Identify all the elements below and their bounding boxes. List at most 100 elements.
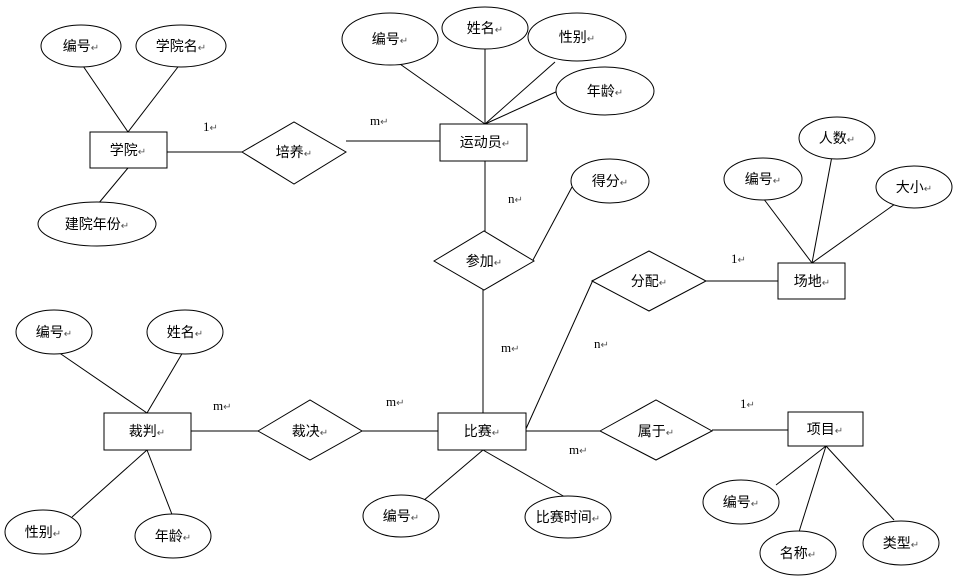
attribute-referee-gender: 性别↵: [4, 509, 82, 555]
relationship-participate: 参加↵: [433, 230, 535, 291]
relationship-assign-label: 分配: [631, 274, 659, 290]
paragraph-mark: ↵: [808, 550, 816, 561]
svg-text:运动员↵: 运动员↵: [460, 135, 510, 151]
attribute-athlete-name: 姓名↵: [441, 6, 529, 50]
relationship-judge: 裁决↵: [256, 399, 364, 461]
attribute-athlete-id: 编号↵: [341, 12, 439, 66]
entity-referee-label: 裁判: [129, 424, 157, 440]
attribute-referee-id: 编号↵: [15, 309, 93, 355]
relationship-belong: 属于↵: [598, 399, 714, 461]
cardinality-match-belong: m↵: [569, 442, 588, 457]
paragraph-mark: ↵: [911, 540, 919, 551]
attribute-score: 得分↵: [570, 158, 650, 204]
svg-text:编号↵: 编号↵: [36, 325, 72, 341]
relationship-assign: 分配↵: [590, 250, 708, 312]
cardinality-college-train: 1↵: [203, 119, 218, 134]
entity-match-label: 比赛: [464, 424, 492, 440]
paragraph-mark: ↵: [592, 514, 600, 525]
paragraph-mark: ↵: [64, 329, 72, 340]
paragraph-mark: ↵: [494, 258, 502, 269]
cardinality-referee-judge: m↵: [213, 398, 232, 413]
attribute-event-name: 名称↵: [759, 530, 837, 576]
connector-lines: [57, 44, 896, 536]
paragraph-mark: ↵: [822, 278, 830, 289]
paragraph-mark: ↵: [195, 329, 203, 340]
svg-text:分配↵: 分配↵: [631, 274, 667, 290]
attribute-venue-capacity: 人数↵: [798, 116, 876, 160]
cardinality-participate-match: m↵: [501, 340, 520, 355]
svg-text:编号↵: 编号↵: [383, 509, 419, 525]
paragraph-mark: ↵: [91, 43, 99, 54]
attribute-athlete-age: 年龄↵: [555, 66, 655, 116]
paragraph-mark: ↵: [615, 88, 623, 99]
paragraph-mark: ↵: [138, 147, 146, 158]
attribute-athlete-gender: 性别↵: [527, 12, 627, 62]
entity-venue: 场地↵: [777, 262, 846, 300]
svg-text:姓名↵: 姓名↵: [467, 21, 503, 37]
entity-athlete: 运动员↵: [439, 123, 528, 162]
relationship-train-label: 培养: [276, 145, 304, 161]
svg-text:类型↵: 类型↵: [883, 536, 919, 552]
svg-text:培养↵: 培养↵: [276, 145, 312, 161]
svg-text:学院名↵: 学院名↵: [156, 39, 206, 55]
paragraph-mark: ↵: [400, 36, 408, 47]
cardinality-belong-event: 1↵: [740, 396, 755, 411]
cardinality-assign-venue: 1↵: [731, 251, 746, 266]
svg-text:性别↵: 性别↵: [25, 525, 61, 541]
entity-referee: 裁判↵: [103, 412, 192, 451]
svg-text:得分↵: 得分↵: [592, 173, 628, 190]
svg-text:人数↵: 人数↵: [819, 131, 855, 147]
svg-text:学院↵: 学院↵: [110, 143, 146, 159]
paragraph-mark: ↵: [620, 178, 628, 189]
cardinality-athlete-participate: n↵: [508, 191, 523, 206]
entity-college-label: 学院: [110, 143, 138, 159]
paragraph-mark: ↵: [492, 428, 500, 439]
paragraph-mark: ↵: [183, 533, 191, 544]
paragraph-mark: ↵: [924, 184, 932, 195]
paragraph-mark: ↵: [304, 149, 312, 160]
svg-text:项目↵: 项目↵: [807, 422, 843, 438]
paragraph-mark: ↵: [587, 34, 595, 45]
paragraph-mark: ↵: [502, 139, 510, 150]
entity-venue-label: 场地: [794, 274, 822, 290]
svg-text:编号↵: 编号↵: [745, 172, 781, 188]
cardinality-train-athlete: m↵: [370, 113, 389, 128]
entity-event: 项目↵: [787, 411, 864, 447]
relationship-train: 培养↵: [241, 121, 347, 185]
attribute-college-year: 建院年份↵: [37, 201, 157, 247]
svg-text:性别↵: 性别↵: [559, 30, 595, 46]
paragraph-mark: ↵: [751, 499, 759, 510]
attribute-referee-age: 年龄↵: [134, 513, 212, 559]
svg-text:名称↵: 名称↵: [780, 546, 816, 562]
svg-text:比赛↵: 比赛↵: [464, 424, 500, 440]
paragraph-mark: ↵: [773, 176, 781, 187]
svg-text:参加↵: 参加↵: [466, 253, 502, 270]
svg-text:编号↵: 编号↵: [723, 495, 759, 511]
paragraph-mark: ↵: [121, 221, 129, 232]
paragraph-mark: ↵: [847, 135, 855, 146]
attribute-referee-name: 姓名↵: [146, 309, 224, 355]
paragraph-mark: ↵: [198, 43, 206, 54]
paragraph-mark: ↵: [666, 428, 674, 439]
svg-text:编号↵: 编号↵: [63, 39, 99, 55]
paragraph-mark: ↵: [411, 513, 419, 524]
cardinality-labels: 1↵ m↵ n↵ m↵ n↵ 1↵ m↵ m↵ m↵ 1↵: [203, 113, 755, 457]
paragraph-mark: ↵: [835, 426, 843, 437]
svg-text:建院年份↵: 建院年份↵: [65, 217, 129, 233]
entity-event-label: 项目: [807, 422, 835, 438]
entity-college: 学院↵: [89, 131, 168, 169]
svg-text:大小↵: 大小↵: [896, 180, 932, 196]
attribute-venue-id: 编号↵: [723, 157, 803, 201]
svg-text:比赛时间↵: 比赛时间↵: [536, 510, 600, 526]
svg-text:年龄↵: 年龄↵: [587, 84, 623, 100]
attribute-match-id: 编号↵: [362, 494, 440, 538]
svg-text:属于↵: 属于↵: [638, 424, 674, 440]
paragraph-mark: ↵: [495, 25, 503, 36]
attribute-event-type: 类型↵: [862, 520, 940, 566]
svg-text:姓名↵: 姓名↵: [167, 325, 203, 341]
paragraph-mark: ↵: [157, 428, 165, 439]
relationship-participate-label: 参加: [466, 253, 494, 270]
paragraph-mark: ↵: [320, 428, 328, 439]
paragraph-mark: ↵: [53, 529, 61, 540]
